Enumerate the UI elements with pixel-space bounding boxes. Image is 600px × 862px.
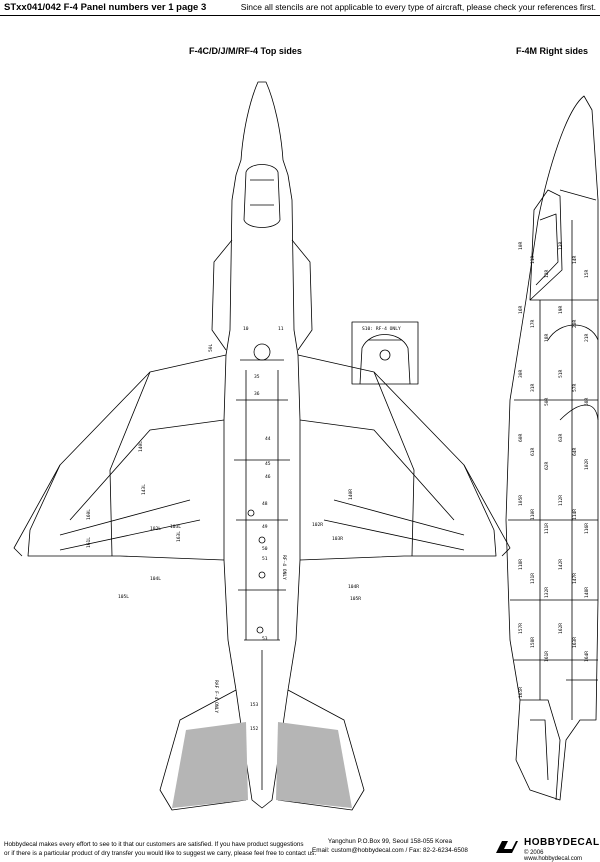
panel-label: 63R <box>558 433 564 442</box>
panel-label: 20R <box>572 319 578 328</box>
panel-label: 157R <box>518 623 524 634</box>
panel-label: 21R <box>584 333 590 342</box>
panel-label: 64R <box>572 447 578 456</box>
panel-label: RAF F-4 ONLY <box>213 680 219 713</box>
panel-label: 31R <box>530 383 536 392</box>
reference-note: Since all stencils are not applicable to… <box>240 2 596 12</box>
side-view-airframe <box>505 95 599 801</box>
panel-label: 46 <box>265 474 271 480</box>
panel-label: 60R <box>518 433 524 442</box>
panel-label: 103L <box>170 524 181 530</box>
panel-label: 118R <box>518 559 524 570</box>
panel-label: 104L <box>150 576 161 582</box>
panel-label: 142R <box>558 559 564 570</box>
panel-label: 44 <box>265 436 271 442</box>
panel-label: 162R <box>558 623 564 634</box>
panel-label: 111R <box>544 523 550 534</box>
panel-label: 36 <box>254 391 260 397</box>
footer-disclaimer: Hobbydecal makes every effort to see to … <box>4 840 316 858</box>
panel-label: 58R <box>584 397 590 406</box>
top-view-airframe <box>13 81 511 811</box>
panel-label: RF-4 ONLY <box>281 555 287 580</box>
panel-label: 49 <box>262 524 268 530</box>
panel-label: 104R <box>348 584 359 590</box>
panel-label: 148R <box>584 587 590 598</box>
disclaimer-line: or if there is a particular product of d… <box>4 850 317 857</box>
panel-label: 11R <box>530 255 536 264</box>
panel-label: 35 <box>254 374 260 380</box>
top-view-labels: 35 36 44 45 46 48 49 50 51 53 140L 140R … <box>86 326 401 732</box>
inset-label: S10: RF-4 ONLY <box>362 326 401 332</box>
panel-label: 48 <box>262 501 268 507</box>
panel-label: 163L <box>176 531 182 542</box>
panel-label: 15R <box>584 269 590 278</box>
panel-label: 102L <box>150 526 161 532</box>
panel-label: 161L <box>86 537 92 548</box>
panel-label: 51R <box>558 369 564 378</box>
panel-label: 57R <box>572 383 578 392</box>
panel-label: 50 <box>262 546 268 552</box>
page-title: STxx041/042 F-4 Panel numbers ver 1 page… <box>4 2 207 13</box>
disclaimer-line: Hobbydecal makes every effort to see to … <box>4 841 304 848</box>
panel-label: 13R <box>558 241 564 250</box>
inset-detail <box>351 321 419 385</box>
panel-label: 53 <box>262 636 268 642</box>
panel-label: 112R <box>558 495 564 506</box>
panel-label: 158R <box>530 637 536 648</box>
panel-label: 102R <box>584 459 590 470</box>
panel-label: 102R <box>312 522 323 528</box>
panel-label: 103R <box>332 536 343 542</box>
panel-label: 10R <box>518 241 524 250</box>
hobbydecal-logo-icon <box>496 841 518 853</box>
contact-text: Email: custom@hobbydecal.com / Fax: 82-2… <box>312 847 468 854</box>
panel-label: 105L <box>118 594 129 600</box>
panel-label: 140L <box>138 441 144 452</box>
panel-label: 143L <box>141 484 147 495</box>
panel-label: 14R <box>572 255 578 264</box>
panel-label: 164R <box>584 651 590 662</box>
panel-label: 18R <box>544 333 550 342</box>
side-view-title: F-4M Right sides <box>516 46 589 56</box>
panel-label: 105R <box>350 596 361 602</box>
panel-label: 152 <box>250 726 259 732</box>
panel-label: 160L <box>86 509 92 520</box>
panel-label: 105R <box>518 495 524 506</box>
panel-label: 163R <box>572 637 578 648</box>
panel-label: 50L <box>208 343 214 352</box>
panel-label: 132R <box>544 587 550 598</box>
panel-label: 116R <box>584 523 590 534</box>
panel-label: 147R <box>572 573 578 584</box>
panel-label: 12R <box>544 269 550 278</box>
brand-name: HOBBYDECAL <box>524 837 600 848</box>
copyright-text: © 2006 www.hobbydecal.com <box>524 850 583 862</box>
top-view-title: F-4C/D/J/M/RF-4 Top sides <box>189 46 302 56</box>
panel-label: 140R <box>348 489 354 500</box>
panel-label: 17R <box>530 319 536 328</box>
footer-contact: Yangchun P.O.Box 99, Seoul 158-055 Korea… <box>312 837 468 855</box>
panel-label: 10 <box>243 326 249 332</box>
side-view-labels: 10R 11R 12R 13R 14R 15R 16R 17R 18R 19R 20R 21R 30R 3… <box>518 241 590 698</box>
panel-label: 131R <box>530 573 536 584</box>
panel-label: 45 <box>265 461 271 467</box>
panel-label: 19R <box>558 305 564 314</box>
panel-label: 165R <box>518 687 524 698</box>
panel-label: 114R <box>572 509 578 520</box>
panel-label: 62R <box>544 461 550 470</box>
panel-label: 30R <box>518 369 524 378</box>
panel-label: 51 <box>262 556 268 562</box>
address-text: Yangchun P.O.Box 99, Seoul 158-055 Korea <box>327 838 452 845</box>
panel-label: 16R <box>518 305 524 314</box>
brand-logo: HOBBYDECAL © 2006 www.hobbydecal.com <box>494 836 600 862</box>
panel-label: 61R <box>530 447 536 456</box>
panel-label: 153 <box>250 702 259 708</box>
panel-label: 11 <box>278 326 284 332</box>
panel-label: 161R <box>544 651 550 662</box>
panel-label: 50R <box>544 397 550 406</box>
header-divider <box>0 15 600 16</box>
panel-label: 110R <box>530 509 536 520</box>
